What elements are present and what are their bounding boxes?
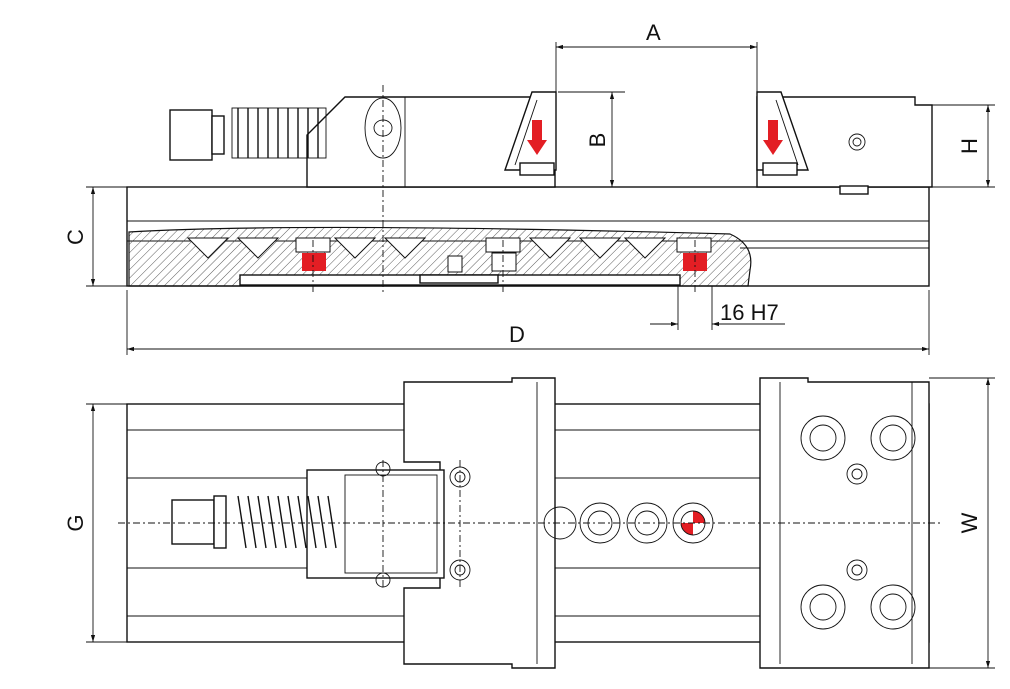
dim-label-b: B bbox=[585, 133, 610, 148]
dim-label-slot: 16 H7 bbox=[720, 300, 779, 325]
dim-label-g: G bbox=[63, 514, 88, 531]
dim-label-w: W bbox=[957, 512, 982, 533]
dim-label-h: H bbox=[957, 138, 982, 154]
side-view bbox=[126, 85, 933, 292]
dim-label-a: A bbox=[646, 20, 661, 45]
dimension-lines-side bbox=[86, 42, 995, 355]
spindle-side bbox=[169, 107, 327, 161]
red-marker-left bbox=[302, 253, 326, 271]
clamp-arrow-left bbox=[527, 120, 547, 155]
clamp-arrow-right bbox=[763, 120, 783, 155]
dim-label-c: C bbox=[63, 229, 88, 245]
top-view bbox=[118, 377, 940, 669]
fixed-jaw-side bbox=[306, 96, 556, 188]
dim-label-d: D bbox=[509, 322, 525, 347]
dimension-lines-top bbox=[86, 377, 995, 669]
